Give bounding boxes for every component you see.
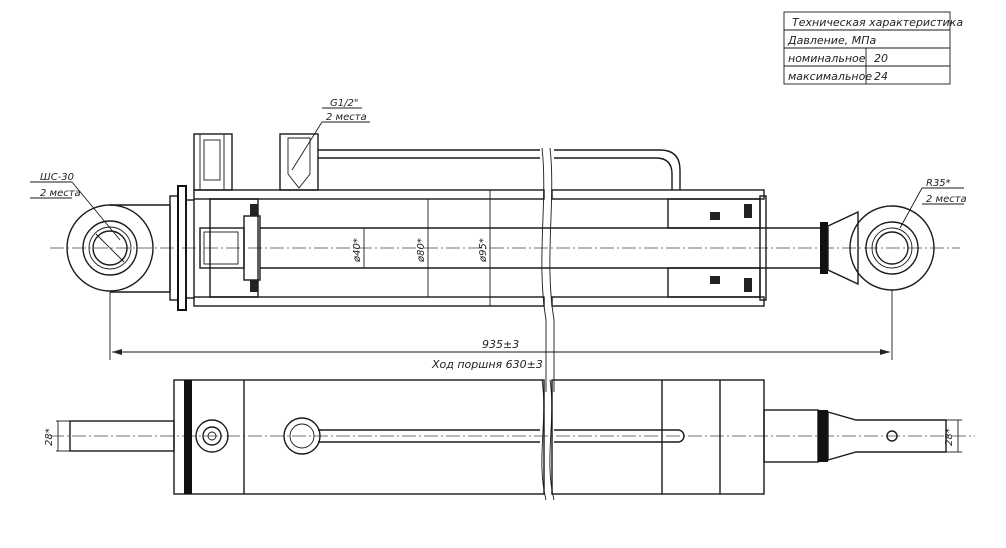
- port-boss-left: [195, 419, 229, 453]
- port-thread-label: G1/2": [330, 98, 358, 109]
- left-end-band: [184, 380, 192, 494]
- right-radius-label: R35*: [926, 178, 951, 189]
- external-view: 28* 28*: [44, 379, 975, 495]
- right-radius-count-label: 2 места: [926, 194, 967, 205]
- spec-row-value: 24: [874, 70, 888, 83]
- spec-table-title: Техническая характеристика: [792, 16, 963, 29]
- spec-pressure-label: Давление, МПа: [787, 34, 876, 47]
- spec-row-value: 20: [874, 52, 888, 65]
- stroke-label: Ход поршня 630±3: [431, 358, 543, 371]
- left-eye: [66, 204, 171, 293]
- spec-table: Техническая характеристика Давление, МПа…: [783, 11, 963, 85]
- port-boss-right: [283, 417, 321, 455]
- right-pin-width-label: 28*: [944, 428, 955, 446]
- barrel-wall-bottom: [193, 296, 545, 307]
- left-pin-width-label: 28*: [44, 428, 55, 446]
- break-line: [541, 147, 547, 392]
- leader-line: [71, 181, 121, 241]
- rod-diameter-label: ø40*: [352, 238, 363, 263]
- spec-row-label: максимальное: [788, 70, 872, 83]
- barrel-wall-top: [193, 189, 545, 200]
- left-joint-label: ШС-30: [40, 172, 74, 183]
- left-joint-count-label: 2 места: [40, 188, 81, 199]
- oil-port-right: [279, 133, 319, 191]
- section-view: ø40* ø80* ø95*: [30, 98, 967, 501]
- leader-line: [291, 121, 323, 171]
- cylinder-body: [173, 379, 545, 495]
- port-count-label: 2 места: [326, 112, 367, 123]
- total-length-label: 935±3: [482, 338, 519, 351]
- oil-port-left: [193, 133, 233, 191]
- external-pipe-top: [554, 429, 685, 443]
- leader-line: [899, 187, 923, 229]
- outer-diameter-label: ø95*: [478, 238, 489, 263]
- spec-row-label: номинальное: [788, 52, 866, 65]
- piston-diameter-label: ø80*: [416, 238, 427, 263]
